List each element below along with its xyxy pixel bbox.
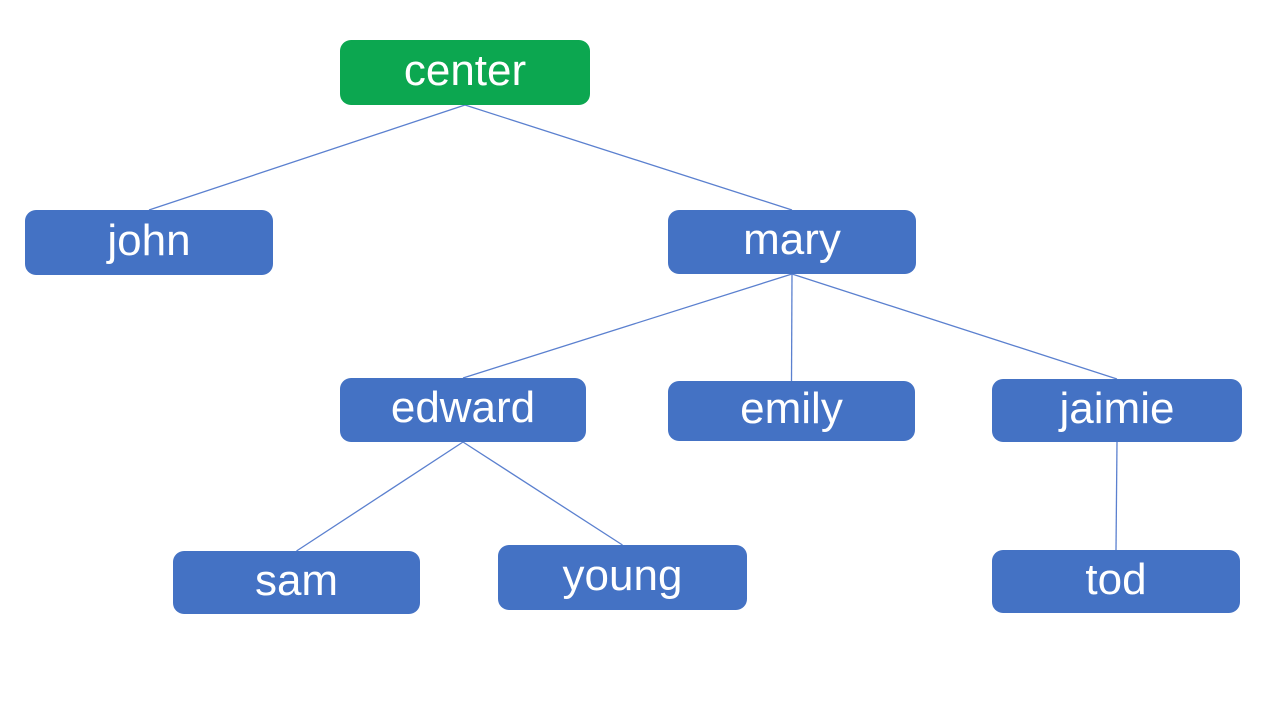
node-jaimie: jaimie bbox=[992, 379, 1242, 442]
node-john: john bbox=[25, 210, 273, 275]
edge-center-john bbox=[148, 104, 466, 211]
node-edward: edward bbox=[340, 378, 586, 442]
node-tod: tod bbox=[992, 550, 1240, 613]
node-label: center bbox=[403, 45, 527, 95]
node-emily: emily bbox=[668, 381, 915, 441]
edge-edward-sam bbox=[296, 441, 464, 552]
edge-mary-emily bbox=[790, 273, 793, 382]
node-label: mary bbox=[743, 215, 841, 264]
node-label: edward bbox=[390, 383, 536, 432]
edge-mary-jaimie bbox=[791, 273, 1118, 380]
node-label: emily bbox=[740, 384, 843, 433]
edge-jaimie-tod bbox=[1115, 441, 1118, 551]
node-label: john bbox=[107, 215, 191, 265]
node-label: young bbox=[562, 550, 683, 600]
node-center: center bbox=[340, 40, 590, 105]
node-label: tod bbox=[1085, 554, 1147, 604]
node-sam: sam bbox=[173, 551, 420, 614]
node-label: sam bbox=[254, 555, 339, 605]
node-young: young bbox=[498, 545, 747, 610]
edge-mary-edward bbox=[462, 273, 793, 379]
edge-edward-young bbox=[462, 441, 623, 546]
node-mary: mary bbox=[668, 210, 916, 274]
edge-center-mary bbox=[464, 104, 793, 211]
node-label: jaimie bbox=[1059, 383, 1175, 433]
